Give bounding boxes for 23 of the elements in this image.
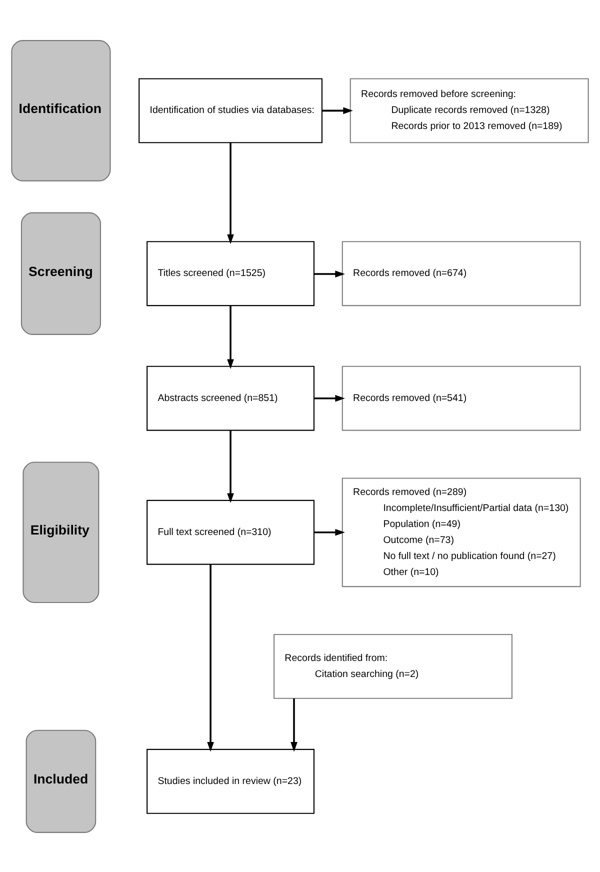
arrow (227, 142, 234, 244)
node-box: Identification (11, 40, 111, 181)
arrow (314, 394, 345, 402)
arrow (314, 270, 345, 277)
arrow (314, 528, 345, 536)
node-box: Abstracts screened (n=851) (146, 365, 315, 430)
node-box: Records removed (n=289) Incomplete/Insufficient/Partial data (n=130) Population (n=49) Outcome (n=73) No full text / no publication found (n=27) Other (n=10) (342, 477, 581, 587)
node-box: Titles screened (n=1525) (146, 240, 315, 306)
node-box: Included (26, 729, 96, 832)
arrow (322, 106, 353, 114)
node-box: Eligibility (22, 461, 100, 603)
arrow (290, 698, 298, 752)
node-box: Full text screened (n=310) (146, 499, 315, 564)
node-box: Identification of studies via databases: (138, 78, 322, 143)
node-box: Records removed (n=674) (342, 240, 581, 306)
node-box: Studies included in review (n=23) (146, 748, 315, 814)
arrow (227, 305, 234, 368)
node-box: Records removed before screening: Duplicate records removed (n=1328) Records prior to 2013 removed (n=189) (350, 78, 589, 143)
node-box: Records removed (n=541) (342, 365, 581, 430)
arrow (207, 564, 214, 752)
arrow (227, 430, 234, 502)
node-box: Screening (20, 212, 101, 334)
node-box: Records identified from: Citation searching (n=2) (274, 633, 512, 698)
